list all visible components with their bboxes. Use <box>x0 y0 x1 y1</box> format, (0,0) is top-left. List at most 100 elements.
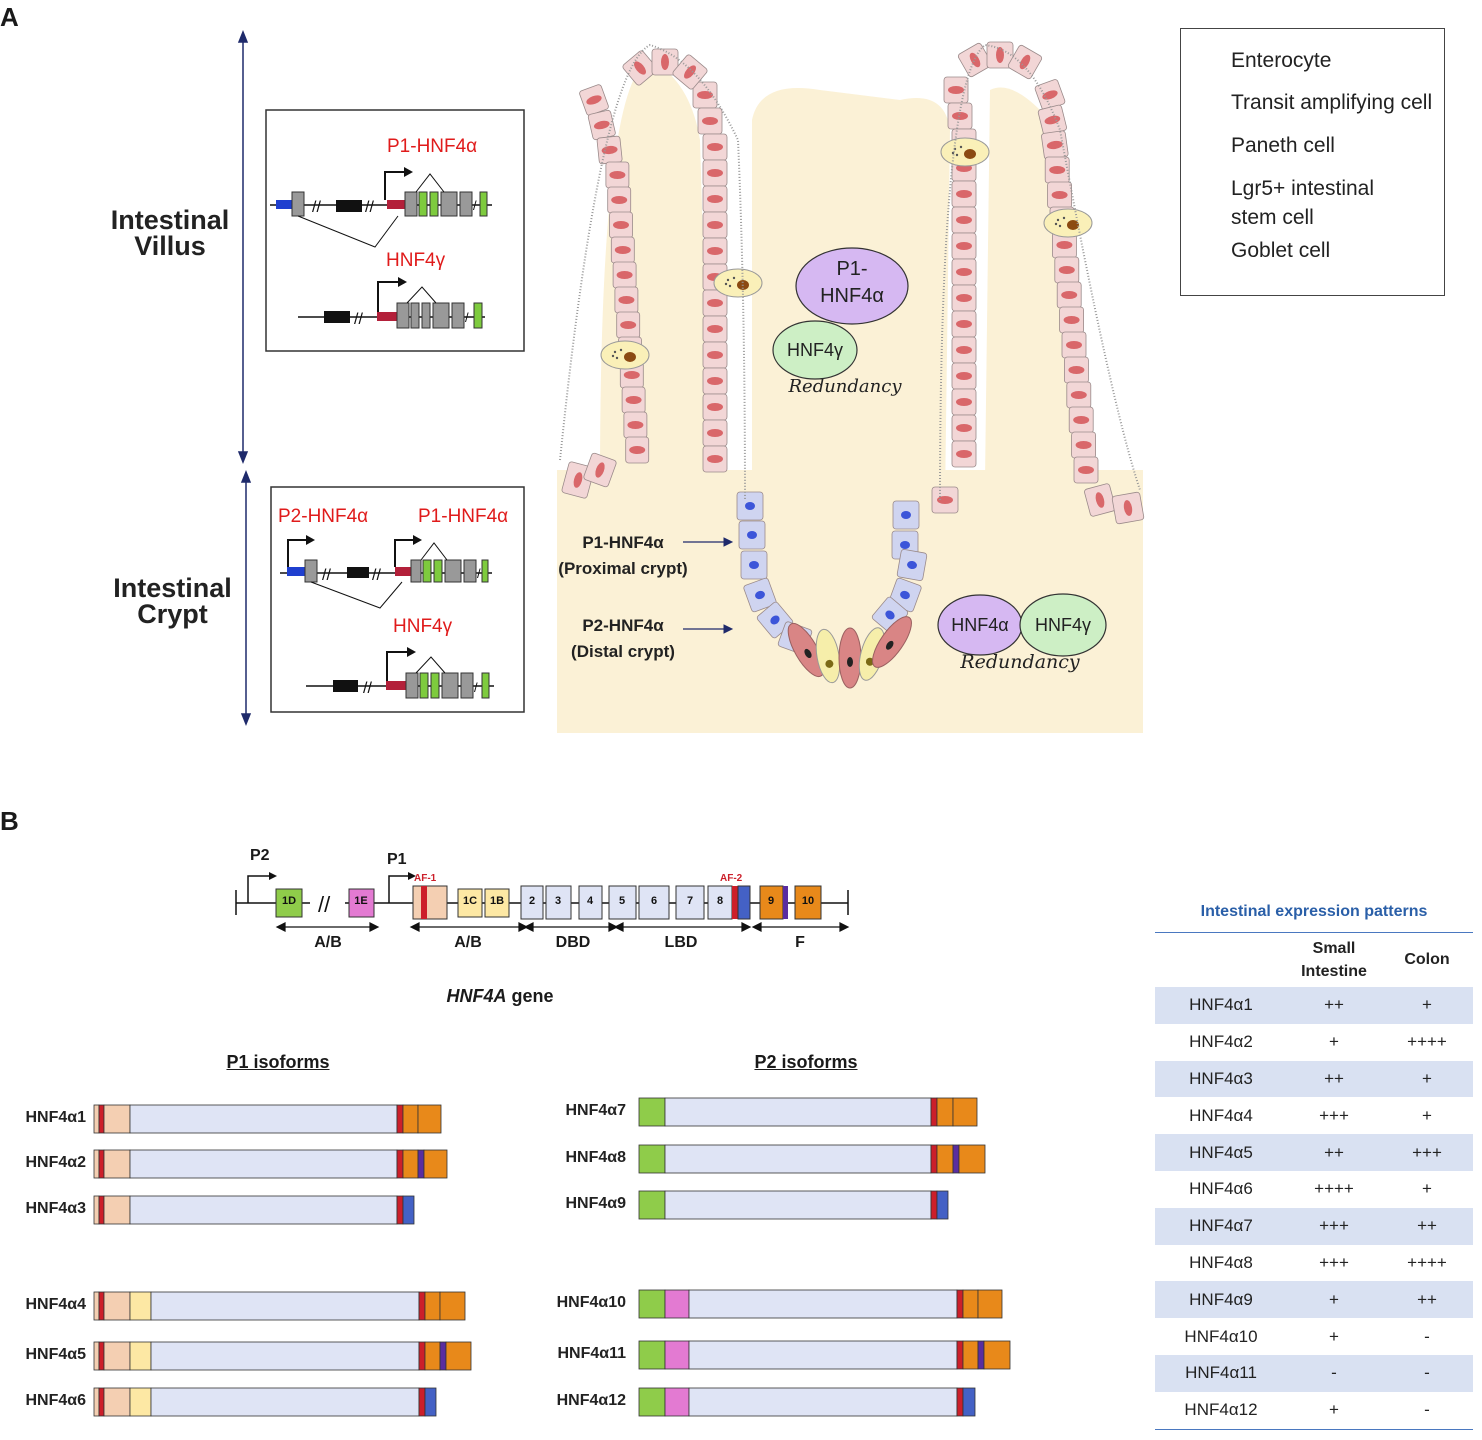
table-row: HNF4α3+++ <box>1155 1060 1473 1098</box>
villus-hnf4g-label: HNF4γ <box>386 250 446 271</box>
row-colon: - <box>1424 1326 1430 1346</box>
entero-cell-65 <box>1071 431 1096 459</box>
entero-cell-13 <box>623 411 648 439</box>
proximal-crypt-arrow <box>683 537 734 547</box>
exon-label-2: 2 <box>528 895 536 907</box>
row-small-intestine: + <box>1329 1326 1339 1346</box>
row-isoform: HNF4α2 <box>1189 1032 1253 1052</box>
crypt-redundancy-caption: Redundancy <box>960 651 1080 673</box>
entero-cell-58 <box>1054 256 1080 284</box>
entero-cell-2 <box>596 135 623 165</box>
entero-cell-61 <box>1061 331 1087 359</box>
svg-text://: // <box>363 680 372 697</box>
row-small-intestine: + <box>1329 1400 1339 1420</box>
transit-cell-0 <box>736 491 764 521</box>
isoform-label-p2-5: HNF4α12 <box>556 1392 626 1409</box>
hnf4a12-bar <box>638 1387 976 1417</box>
hnf4a4-bar <box>93 1291 466 1321</box>
entero-cell-8 <box>614 286 639 314</box>
entero-cell-60 <box>1059 306 1084 334</box>
entero-cell-30 <box>702 419 728 447</box>
svg-text://: // <box>354 311 363 328</box>
villus-hnf4g-bubble <box>772 320 858 380</box>
table-row: HNF4α6+++++ <box>1155 1171 1473 1208</box>
promoter-p2-label: P2 <box>250 847 270 864</box>
transit-cell-1 <box>738 520 766 550</box>
row-small-intestine: ++ <box>1324 1068 1344 1088</box>
entero-cell-51 <box>1034 79 1066 111</box>
row-isoform: HNF4α11 <box>1185 1363 1257 1383</box>
villus-p1-hnf4a-bubble-label: P1-HNF4α <box>820 258 884 307</box>
row-isoform: HNF4α8 <box>1189 1252 1253 1272</box>
af1-motif <box>421 886 427 919</box>
entero-cell-50 <box>931 486 959 514</box>
entero-cell-40 <box>951 206 977 234</box>
entero-cell-29 <box>702 393 728 421</box>
table-row: HNF4α12+- <box>1155 1392 1473 1430</box>
crypt-hnf4g-transcript: // / <box>306 647 494 699</box>
crypt-hnf4g-bubble <box>1019 593 1107 657</box>
exon-3 <box>545 885 572 920</box>
entero-cell-43 <box>951 284 977 312</box>
isoform-label-p2-4: HNF4α11 <box>557 1345 626 1362</box>
cell-type-legend: Enterocyte Transit amplifying cell Panet… <box>1180 28 1445 296</box>
villus-p1-hnf4a-bubble <box>795 247 909 325</box>
exon-label-1d: 1D <box>281 895 297 907</box>
crypt-p1-hnf4a-label: P1-HNF4α <box>418 506 509 527</box>
row-colon: + <box>1422 1179 1432 1199</box>
row-colon: + <box>1422 1068 1432 1088</box>
entero-cell-5 <box>609 211 633 239</box>
row-small-intestine: + <box>1329 1032 1339 1052</box>
entero-cell-0 <box>579 84 609 116</box>
af2-motif <box>732 886 738 919</box>
hnf4a5-bar <box>93 1341 472 1371</box>
entero-cell-67 <box>1084 483 1116 517</box>
entero-cell-20 <box>702 159 728 187</box>
hnf4a9-bar <box>638 1190 949 1220</box>
row-isoform: HNF4α9 <box>1189 1289 1253 1309</box>
domain-dbd: DBD <box>555 934 591 951</box>
stem-cell-2 <box>838 627 862 689</box>
isoform-label-p1-5: HNF4α6 <box>25 1392 86 1409</box>
entero-cell-23 <box>702 237 728 265</box>
domain-lbd: LBD <box>664 934 698 951</box>
goblet-cell-1 <box>713 268 763 298</box>
exon-label-10: 10 <box>801 895 815 907</box>
exon-label-3: 3 <box>554 895 562 907</box>
row-colon: ++++ <box>1407 1252 1447 1272</box>
hnf4a3-bar <box>93 1195 415 1225</box>
entero-cell-3 <box>605 161 630 189</box>
hnf4a8-bar <box>638 1144 986 1174</box>
expression-table: Intestinal expression patterns Small Int… <box>1155 896 1473 1430</box>
row-isoform: HNF4α10 <box>1184 1326 1258 1346</box>
row-small-intestine: - <box>1331 1363 1337 1383</box>
entero-cell-25 <box>702 289 728 317</box>
entero-cell-28 <box>702 367 728 395</box>
legend-goblet: Goblet cell <box>1231 239 1331 262</box>
table-row: HNF4α4++++ <box>1155 1097 1473 1134</box>
goblet-cell-0 <box>600 340 650 370</box>
entero-cell-19 <box>702 133 728 161</box>
svg-text://: // <box>318 892 331 917</box>
entero-cell-14 <box>625 436 650 464</box>
row-isoform: HNF4α1 <box>1189 995 1253 1015</box>
distal-crypt-annotation: P2-HNF4α(Distal crypt) <box>571 616 675 661</box>
villus-core-right <box>985 87 1090 480</box>
table-row: HNF4α7+++++ <box>1155 1207 1473 1245</box>
distal-crypt-arrow <box>683 624 734 634</box>
entero-cell-55 <box>1047 181 1072 209</box>
entero-cell-62 <box>1064 356 1089 384</box>
table-row: HNF4α8+++++++ <box>1155 1245 1473 1282</box>
exon-1e <box>348 888 375 918</box>
hnf4a6-bar <box>93 1387 437 1417</box>
entero-cell-35 <box>943 76 969 104</box>
proximal-crypt-annotation: P1-HNF4α(Proximal crypt) <box>558 533 688 578</box>
brush-border-left <box>559 43 746 501</box>
entero-cell-17 <box>692 81 718 109</box>
goblet-cell-3 <box>1043 208 1093 238</box>
entero-cell-18 <box>697 107 723 135</box>
svg-text:/: / <box>473 198 477 213</box>
isoform-label-p1-3: HNF4α4 <box>25 1296 86 1313</box>
entero-cell-12 <box>621 386 646 414</box>
table-row: HNF4α5+++++ <box>1155 1134 1473 1171</box>
